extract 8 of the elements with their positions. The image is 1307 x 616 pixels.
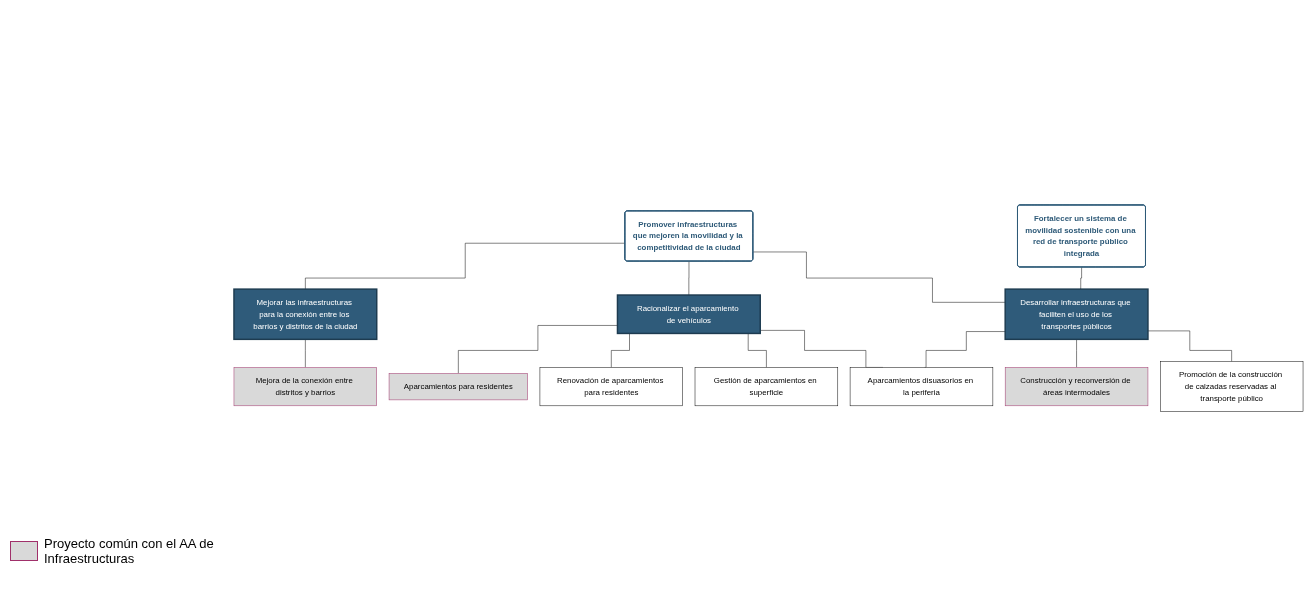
legend-text: Proyecto común con el AA de Infraestructuras: [44, 536, 215, 566]
connector: [1076, 338, 1077, 368]
connector: [305, 338, 306, 368]
connector: [305, 242, 626, 290]
connector: [1079, 266, 1082, 290]
connector: [752, 251, 1006, 303]
connector: [458, 324, 618, 374]
connector: [924, 331, 1006, 368]
